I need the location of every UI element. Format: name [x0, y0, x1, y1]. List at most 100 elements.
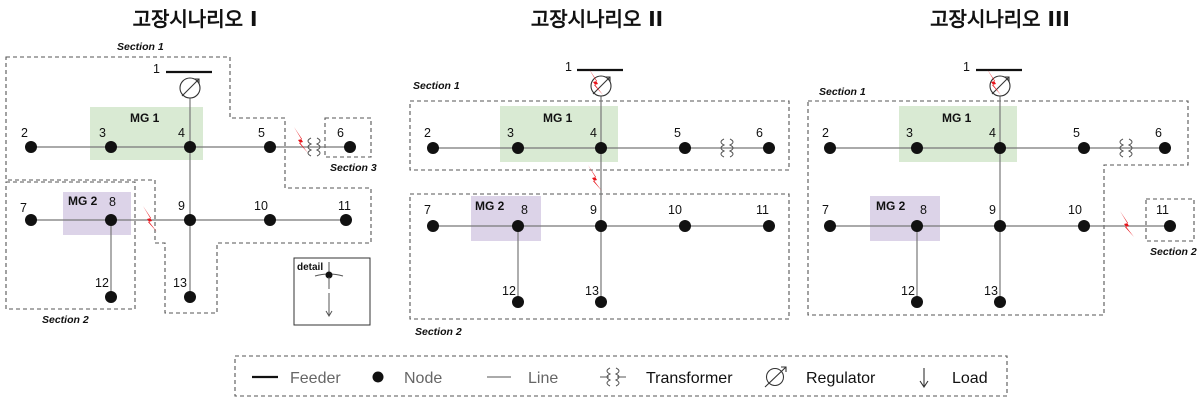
- section-1-label: Section 1: [413, 80, 460, 92]
- scenario-3: 고장시나리오 III Section 1 Section 2: [807, 7, 1197, 316]
- mg2-label: MG 2: [475, 199, 505, 213]
- transformer-icon: [307, 137, 321, 157]
- node: [184, 214, 196, 226]
- node-label: 11: [756, 203, 769, 217]
- nodes: [25, 141, 356, 303]
- regulator-icon: [179, 77, 201, 99]
- node-label: 10: [1068, 203, 1082, 217]
- node-label: 6: [1155, 126, 1162, 140]
- section-1-boundary: [5, 56, 372, 314]
- node: [512, 220, 524, 232]
- node-label: 5: [674, 126, 681, 140]
- transformer-icon: [1119, 138, 1133, 158]
- node-label: 4: [989, 126, 996, 140]
- fault-icon: [588, 165, 602, 191]
- section-2-label: Section 2: [42, 314, 89, 326]
- node: [340, 214, 352, 226]
- node-label: 8: [109, 195, 116, 209]
- section-3-label: Section 3: [330, 162, 377, 174]
- node: [595, 220, 607, 232]
- node: [1078, 220, 1090, 232]
- mg2-label: MG 2: [876, 199, 906, 213]
- node: [679, 220, 691, 232]
- section-2-label: Section 2: [1150, 246, 1197, 258]
- node: [264, 214, 276, 226]
- regulator-icon: [590, 75, 612, 97]
- node: [184, 291, 196, 303]
- node: [994, 142, 1006, 154]
- node-label: 13: [984, 284, 998, 298]
- node: [344, 141, 356, 153]
- node-label: 12: [95, 276, 109, 290]
- legend-node: Node: [404, 370, 442, 387]
- node: [25, 214, 37, 226]
- section-3-boundary: [324, 117, 372, 158]
- node-label: 12: [901, 284, 915, 298]
- node-label: 7: [20, 201, 27, 215]
- node: [1159, 142, 1171, 154]
- section-2-boundary: [409, 193, 790, 320]
- mg1-label: MG 1: [942, 111, 972, 125]
- detail-box: detail: [293, 257, 371, 326]
- section-2-boundary: [5, 181, 136, 310]
- node-label: 9: [989, 203, 996, 217]
- node-label: 10: [668, 203, 682, 217]
- detail-label: detail: [297, 262, 323, 273]
- mg1-label: MG 1: [543, 111, 573, 125]
- legend: Feeder Node Line Transformer Regulator L…: [234, 355, 1008, 397]
- fault-icon: [294, 127, 308, 153]
- node-label: 9: [178, 199, 185, 213]
- scenario-2-title: 고장시나리오 II: [531, 7, 663, 31]
- mg2-label: MG 2: [68, 194, 98, 208]
- scenario-3-title: 고장시나리오 III: [930, 7, 1070, 31]
- node: [264, 141, 276, 153]
- node: [105, 214, 117, 226]
- node-label: 8: [920, 203, 927, 217]
- node: [427, 220, 439, 232]
- node: [105, 291, 117, 303]
- node: [911, 142, 923, 154]
- node: [824, 142, 836, 154]
- node: [911, 296, 923, 308]
- node: [1078, 142, 1090, 154]
- section-1-boundary: [807, 100, 1189, 316]
- legend-feeder: Feeder: [290, 370, 341, 387]
- node-label: 6: [337, 126, 344, 140]
- node-label: 1: [565, 60, 572, 74]
- section-2-boundary: [1145, 198, 1195, 242]
- node-label: 11: [338, 199, 351, 213]
- load-icon: [919, 368, 929, 388]
- node-label: 7: [822, 203, 829, 217]
- node-label: 12: [502, 284, 516, 298]
- node-label: 2: [21, 126, 28, 140]
- transformer-icon: [600, 367, 626, 387]
- fault-icon: [1120, 211, 1134, 237]
- node: [427, 142, 439, 154]
- mg1-label: MG 1: [130, 111, 160, 125]
- node: [994, 296, 1006, 308]
- node: [763, 142, 775, 154]
- legend-regulator: Regulator: [806, 370, 876, 387]
- section-1-label: Section 1: [819, 86, 866, 98]
- scenario-2: 고장시나리오 II Section 1 Section 2: [409, 7, 790, 338]
- node-label: 1: [153, 62, 160, 76]
- node-label: 7: [424, 203, 431, 217]
- regulator-icon: [764, 366, 787, 388]
- node-label: 3: [507, 126, 514, 140]
- node: [25, 141, 37, 153]
- section-1-label: Section 1: [117, 41, 164, 53]
- node: [994, 220, 1006, 232]
- section-2-label: Section 2: [415, 326, 462, 338]
- node: [184, 141, 196, 153]
- section-1-boundary: [409, 100, 790, 171]
- mg2-area: [870, 196, 940, 241]
- legend-line: Line: [528, 370, 558, 387]
- node-label: 8: [521, 203, 528, 217]
- node-label: 13: [173, 276, 187, 290]
- nodes: [824, 142, 1176, 308]
- node: [512, 296, 524, 308]
- node-label: 2: [822, 126, 829, 140]
- node: [824, 220, 836, 232]
- mg2-area: [471, 196, 541, 241]
